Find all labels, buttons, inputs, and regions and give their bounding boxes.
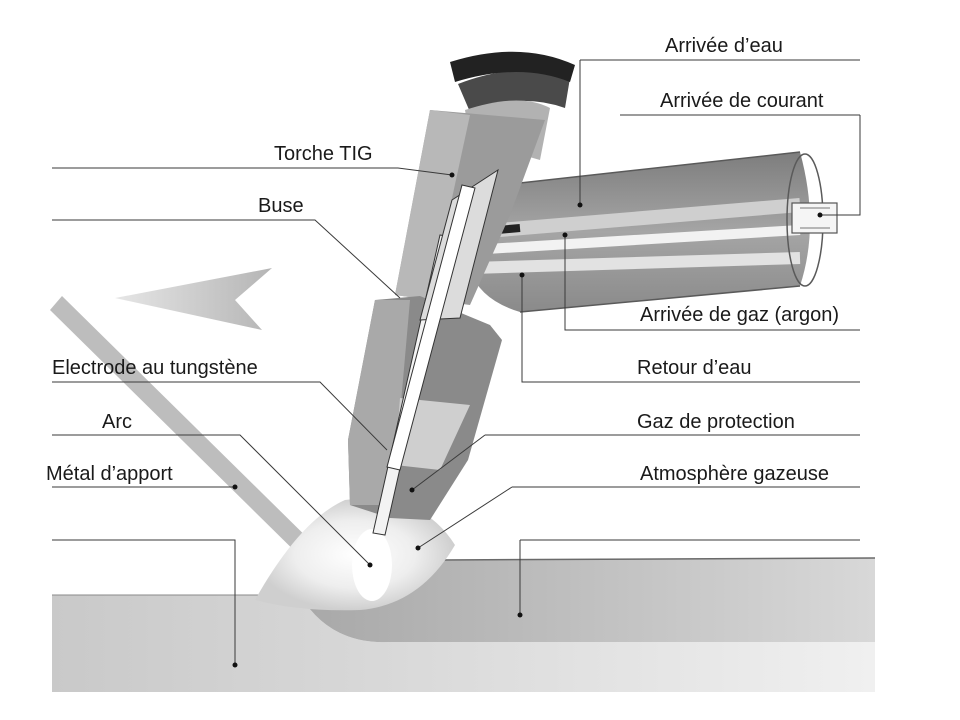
label-arrivee-courant: Arrivée de courant [660, 90, 824, 112]
label-buse: Buse [258, 195, 304, 217]
label-electrode: Electrode au tungstène [52, 357, 258, 379]
label-gaz-protection: Gaz de protection [637, 411, 795, 433]
hose [470, 152, 837, 312]
label-atmosphere: Atmosphère gazeuse [640, 463, 829, 485]
label-arc: Arc [102, 411, 132, 433]
label-torche-tig: Torche TIG [274, 143, 373, 165]
label-retour-eau: Retour d’eau [637, 357, 752, 379]
label-metal-apport: Métal d’apport [46, 463, 173, 485]
direction-arrow-icon [115, 268, 272, 330]
label-arrivee-gaz: Arrivée de gaz (argon) [640, 304, 839, 326]
label-arrivee-eau: Arrivée d’eau [665, 35, 783, 57]
workpiece [52, 558, 875, 692]
